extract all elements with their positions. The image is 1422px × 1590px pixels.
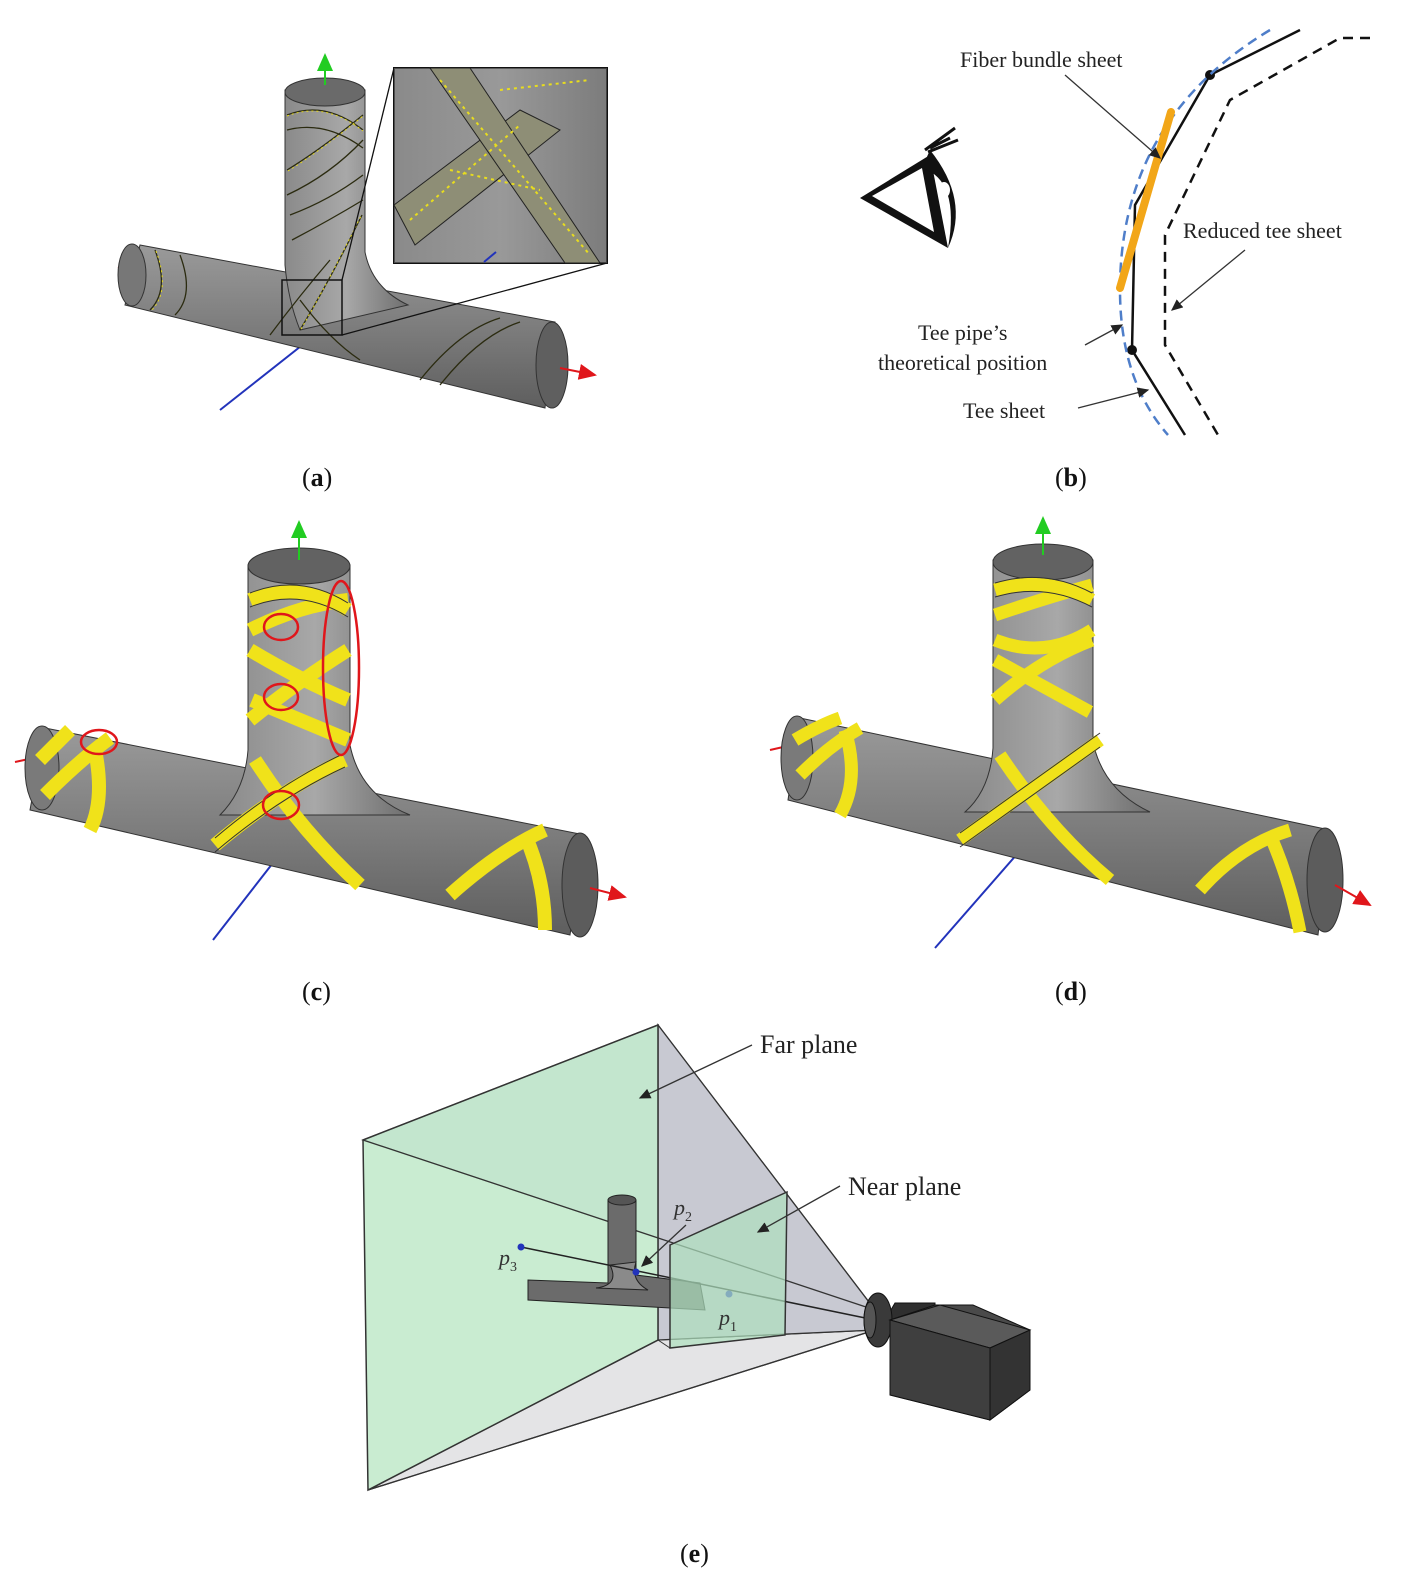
z-axis-d: [934, 844, 1026, 949]
fiber-paths-a: [149, 109, 521, 386]
label-p1: p1: [717, 1305, 737, 1335]
point-p3: [517, 1243, 525, 1251]
main-pipe-left-cap: [117, 243, 147, 307]
fiber-strips-c: [35, 585, 552, 931]
point-p2: [632, 1268, 640, 1276]
overlap-marker-3: [261, 789, 301, 821]
caption-d: (d): [1055, 977, 1087, 1006]
caption-a: (a): [302, 463, 332, 492]
label-far-plane: Far plane: [760, 1030, 857, 1059]
caption-c: (c): [302, 977, 331, 1006]
branch-pipe-d: [963, 559, 1151, 813]
overlap-marker-2: [262, 682, 300, 712]
overlap-marker-5: [321, 579, 361, 757]
panel-b: Fiber bundle sheet Reduced tee sheet Tee…: [860, 28, 1370, 492]
inset-speckle: [409, 79, 591, 256]
tee-sheet-line: [1130, 28, 1301, 436]
label-fiber-bundle-sheet: Fiber bundle sheet: [960, 47, 1123, 72]
label-near-plane: Near plane: [848, 1172, 961, 1201]
panel-d: (d): [769, 516, 1372, 1006]
panel-a: (a): [117, 53, 608, 492]
fiber-strip-edges-c: [214, 584, 349, 853]
fiber-bundle-sheet: [1116, 108, 1175, 292]
caption-b: (b): [1055, 463, 1087, 492]
label-tee-pipe-line1: Tee pipe’s: [918, 320, 1007, 345]
overlap-marker-1: [262, 612, 300, 642]
theoretical-position-line: [1118, 28, 1271, 436]
label-tee-sheet: Tee sheet: [963, 398, 1045, 423]
label-tee-pipe-line2: theoretical position: [878, 350, 1047, 375]
caption-e: (e): [680, 1539, 709, 1568]
zoom-source-box: [281, 279, 343, 336]
panel-e: Far plane Near plane p2 p3 p1 (e): [361, 1023, 1032, 1568]
camera-icon: [863, 1292, 1032, 1421]
label-reduced-tee-sheet: Reduced tee sheet: [1183, 218, 1342, 243]
label-p3: p3: [497, 1245, 517, 1275]
fiber-speckle-a: [150, 110, 364, 330]
main-pipe-right-cap: [535, 321, 569, 409]
overlap-marker-4: [79, 728, 119, 756]
reduced-tee-sheet-line: [1163, 36, 1370, 436]
eye-icon: [860, 126, 959, 248]
panel-c: (c): [14, 520, 627, 1006]
x-axis-a: [559, 364, 597, 380]
fiber-strip-edges-d: [959, 576, 1101, 848]
label-p2: p2: [672, 1195, 692, 1225]
